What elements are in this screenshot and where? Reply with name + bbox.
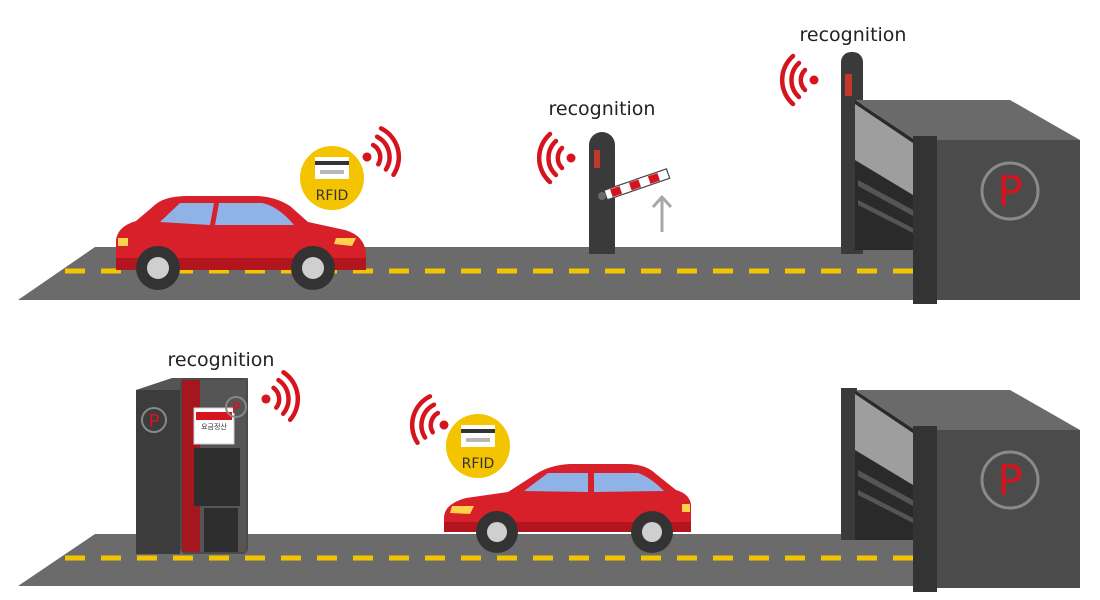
parking-sign-icon: P [980,161,1040,221]
kiosk-panel-text: 요금정산 [201,422,227,431]
parking-sign-icon: P [141,407,167,433]
payment-kiosk: 요금정산 P P [136,378,248,554]
top-scene: P RFID recognitio [18,24,1080,304]
parking-sign-icon: P [225,396,247,418]
rfid-badge-label: RFID [462,456,495,472]
bottom-scene: 요금정산 P P recognition [18,349,1080,592]
garage-recognition-label: recognition [800,24,907,46]
rfid-badge-top: RFID [300,146,364,210]
kiosk-sign-left: P [149,411,160,432]
rfid-badge-bottom: RFID [446,414,510,478]
rfid-card-icon [461,425,495,447]
barrier-recognition-label: recognition [549,98,656,120]
up-arrow-icon [651,195,673,232]
barrier-gate [589,132,673,254]
wifi-signal-icon [258,371,301,424]
car-bottom [444,464,691,553]
parking-sign-letter: P [997,456,1022,505]
garage-shutter [855,394,913,485]
rfid-badge-label: RFID [316,188,349,204]
wifi-signal-icon [539,134,575,182]
garage-top: P [841,52,1080,304]
parking-sign-icon: P [980,450,1040,510]
garage-bottom: P [841,388,1080,592]
rfid-card-icon [315,157,349,179]
garage-post [841,388,857,540]
parking-sign-letter: P [997,167,1022,216]
car-top [116,196,366,290]
wifi-signal-icon [782,56,818,104]
garage-shutter [855,104,913,195]
kiosk-sign-right: P [231,399,240,417]
kiosk-recognition-label: recognition [168,349,275,371]
